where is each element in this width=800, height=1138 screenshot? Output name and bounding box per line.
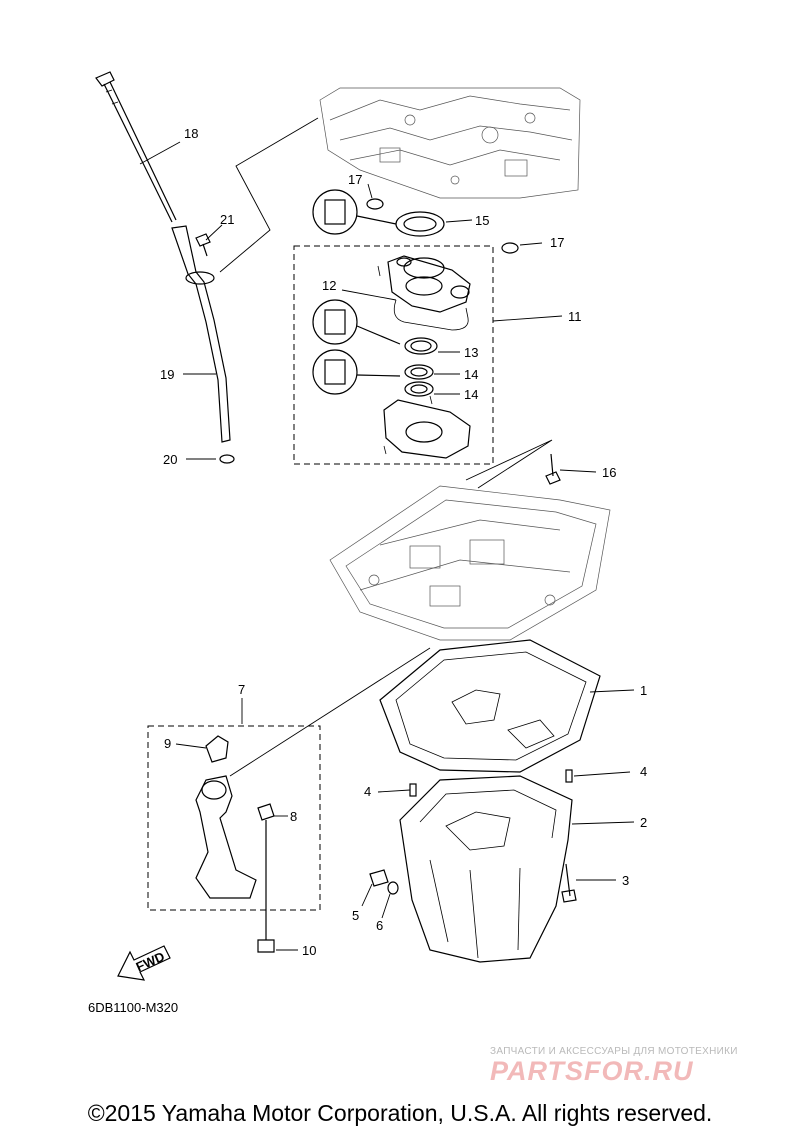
gasket-part-1 — [379, 639, 601, 773]
gasket-part-9 — [205, 735, 229, 763]
callout-16: 16 — [602, 465, 616, 480]
callout-8: 8 — [290, 809, 297, 824]
callout-5: 5 — [352, 908, 359, 923]
o-ring-part-17-right — [501, 242, 519, 254]
callout-19: 19 — [160, 367, 174, 382]
oil-pan-part-2 — [399, 775, 573, 963]
callout-13: 13 — [464, 345, 478, 360]
callout-14-upper: 14 — [464, 367, 478, 382]
bolt-part-21 — [195, 233, 211, 257]
callout-10: 10 — [302, 943, 316, 958]
engine-block-illustration — [319, 87, 581, 199]
assembly-11-group-box — [293, 245, 494, 465]
assembly-7-group-box — [147, 725, 321, 911]
lower-block-illustration — [329, 485, 611, 641]
oil-strainer-illustration — [195, 775, 257, 899]
oil-seal-part-13 — [404, 337, 438, 355]
oil-seal-part-14-upper — [404, 364, 434, 380]
callout-17-upper: 17 — [348, 172, 362, 187]
forward-direction-arrow-icon: FWD — [117, 945, 171, 981]
dipstick-guide-part-19 — [171, 225, 231, 443]
oil-dipstick-part-18 — [95, 71, 177, 223]
oil-seal-part-14-lower — [404, 381, 434, 397]
pump-to-block-leader — [465, 439, 553, 489]
watermark-caption: ЗАПЧАСТИ И АКСЕССУАРЫ ДЛЯ МОТОТЕХНИКИ — [490, 1046, 738, 1057]
callout-12: 12 — [322, 278, 336, 293]
gasket-part-6 — [387, 881, 399, 895]
callout-3: 3 — [622, 873, 629, 888]
callout-11: 11 — [568, 309, 582, 324]
o-ring-part-20 — [219, 454, 235, 464]
gasket-to-strainer-leader — [229, 647, 431, 777]
bolt-part-8 — [257, 803, 275, 821]
bolt-part-3 — [561, 863, 577, 903]
o-ring-part-17-upper — [366, 198, 384, 210]
callout-9: 9 — [164, 736, 171, 751]
engine-block-leader — [219, 117, 319, 273]
callout-20: 20 — [163, 452, 177, 467]
callout-4-left: 4 — [364, 784, 371, 799]
oil-seal-part-15 — [395, 211, 445, 237]
sealant-symbol-icon-upper — [312, 189, 397, 235]
grease-symbol-icon-lower — [312, 349, 401, 395]
bolt-part-10 — [257, 820, 275, 953]
callout-6: 6 — [376, 918, 383, 933]
dowel-pin-part-4-right — [565, 769, 573, 783]
gasket-part-12 — [393, 299, 469, 331]
callout-leaders — [139, 141, 635, 951]
callout-4-right: 4 — [640, 764, 647, 779]
copyright-notice: ©2015 Yamaha Motor Corporation, U.S.A. A… — [87, 1100, 713, 1126]
bolt-part-16 — [545, 453, 561, 485]
callout-15: 15 — [475, 213, 489, 228]
callout-21: 21 — [220, 212, 234, 227]
callout-7: 7 — [238, 682, 245, 697]
forward-label: FWD — [134, 949, 167, 975]
callout-18: 18 — [184, 126, 198, 141]
callout-2: 2 — [640, 815, 647, 830]
housing-assembly-part-11 — [377, 255, 471, 313]
watermark-logo: PARTSFOR.RU — [490, 1056, 694, 1086]
drawing-code: 6DB1100-M320 — [88, 1000, 179, 1015]
pump-cover-illustration — [383, 395, 471, 459]
callout-1: 1 — [640, 683, 647, 698]
sealant-symbol-icon-middle — [312, 299, 401, 345]
callout-14-lower: 14 — [464, 387, 478, 402]
dowel-pin-part-4-left — [409, 783, 417, 797]
drain-plug-part-5 — [369, 869, 389, 887]
callout-17-right: 17 — [550, 235, 564, 250]
